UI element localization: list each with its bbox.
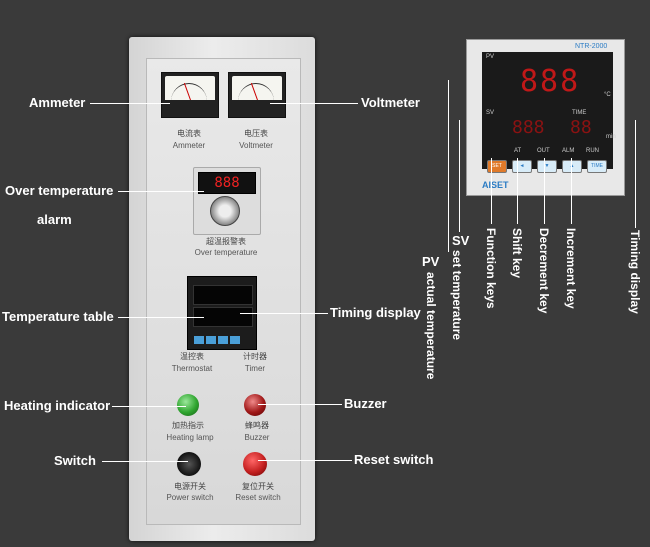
power-switch[interactable] [177, 452, 201, 476]
indicator-run: RUN [586, 148, 599, 154]
indicator-at: AT [514, 148, 522, 154]
reset-switch-en-label: Reset switch [235, 493, 281, 502]
shift-key[interactable]: ◄ [512, 160, 532, 173]
callout-buzzer: Buzzer [344, 396, 387, 411]
callout-set-temperature: set temperature [450, 250, 464, 341]
buzzer-cn-label: 蜂鸣器 [245, 421, 269, 430]
indicator-out: OUT [537, 148, 550, 154]
increment-key[interactable]: ▲ [562, 160, 582, 173]
time-key[interactable]: TIME [587, 160, 607, 173]
callout-ammeter: Ammeter [29, 95, 86, 110]
callout-sv: SV [452, 233, 470, 248]
set-key[interactable]: SET [487, 160, 507, 173]
power-switch-en-label: Power switch [166, 493, 214, 502]
buzzer [244, 394, 266, 416]
callout-increment-key: Increment key [564, 228, 578, 309]
timer-en-label: Timer [244, 364, 266, 373]
callout-actual-temperature: actual temperature [424, 272, 438, 380]
alarm-knob[interactable] [210, 196, 240, 226]
thermostat-cn-label: 温控表 [180, 352, 204, 361]
ammeter [161, 72, 219, 118]
buzzer-en-label: Buzzer [244, 433, 270, 442]
callout-over-temp-1: Over temperature [5, 183, 114, 198]
reset-switch[interactable] [243, 452, 267, 476]
sv-label: SV [486, 110, 495, 116]
callout-reset-switch: Reset switch [354, 452, 434, 467]
heating-lamp-cn-label: 加热指示 [172, 421, 204, 430]
thermostat-keys[interactable] [194, 331, 242, 349]
callout-voltmeter: Voltmeter [361, 95, 420, 110]
sv-display: 888 [512, 117, 545, 138]
callout-timing-display-right: Timing display [628, 230, 642, 314]
reset-switch-cn-label: 复位开关 [242, 482, 274, 491]
voltmeter-cn-label: 电压表 [244, 129, 268, 138]
time-label: TIME [572, 110, 587, 116]
callout-over-temp-2: alarm [37, 212, 72, 227]
callout-temperature-table: Temperature table [2, 309, 114, 324]
ammeter-en-label: Ammeter [172, 141, 206, 150]
unit-min: min [606, 134, 616, 140]
pv-display: 888 [520, 64, 581, 99]
heating-lamp-en-label: Heating lamp [166, 433, 214, 442]
over-temperature-alarm: 888 [193, 167, 261, 235]
temperature-controller: NTR-2000 PV 888 °C SV TIME 888 88 min AT… [466, 39, 625, 196]
indicator-alm: ALM [562, 148, 575, 154]
callout-switch: Switch [54, 453, 96, 468]
model-label: NTR-2000 [575, 43, 608, 50]
callout-decrement-key: Decrement key [537, 228, 551, 314]
over-temp-cn-label: 超温报警表 [206, 237, 246, 246]
time-display: 88 [570, 117, 592, 138]
callout-shift-key: Shift key [510, 228, 524, 279]
voltmeter [228, 72, 286, 118]
ammeter-cn-label: 电流表 [177, 129, 201, 138]
over-temp-en-label: Over temperature [194, 248, 258, 257]
alarm-display: 888 [198, 172, 256, 194]
callout-heating-indicator: Heating indicator [4, 398, 111, 413]
callout-timing-display: Timing display [330, 305, 421, 320]
heating-lamp [177, 394, 199, 416]
thermostat-en-label: Thermostat [171, 364, 213, 373]
unit-c: °C [604, 92, 611, 98]
pv-label: PV [486, 54, 495, 60]
callout-function-keys: Function keys [484, 228, 498, 309]
brand-label: AISET [482, 180, 509, 190]
timer-cn-label: 计时器 [243, 352, 267, 361]
callout-pv: PV [422, 254, 440, 269]
decrement-key[interactable]: ▼ [537, 160, 557, 173]
controller-screen: PV 888 °C SV TIME 888 88 min AT OUT ALM … [482, 52, 616, 169]
voltmeter-en-label: Voltmeter [239, 141, 273, 150]
power-switch-cn-label: 电源开关 [174, 482, 206, 491]
